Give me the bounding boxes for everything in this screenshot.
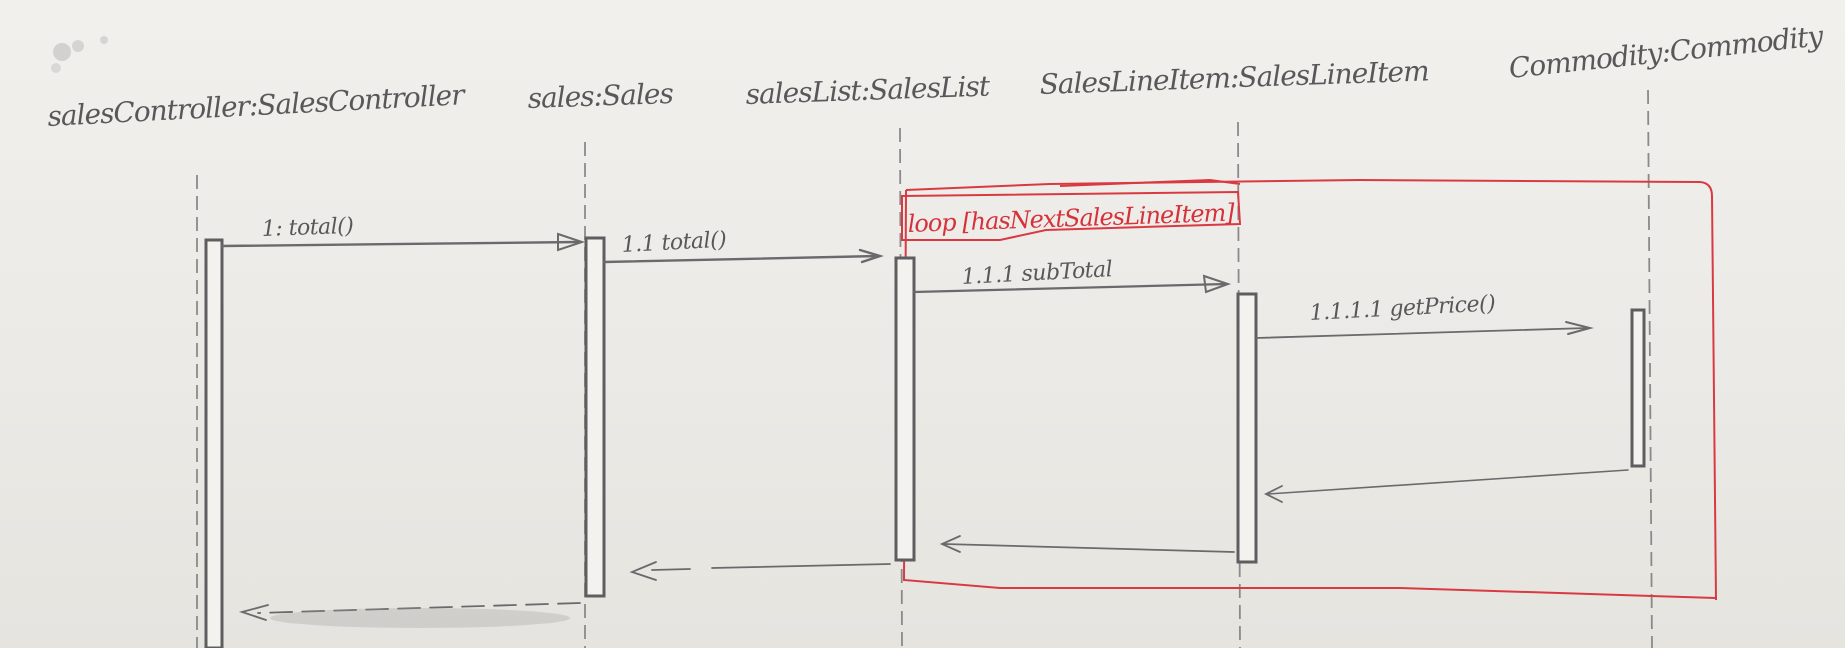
activation-saleslist [894, 256, 916, 562]
return-1-arrowhead [1263, 485, 1283, 503]
return-1 [1263, 469, 1629, 503]
lifeline-label-saleslist: salesList:SalesList [745, 69, 991, 111]
return-2-arrowhead [939, 535, 961, 553]
return-4-line [257, 602, 581, 614]
return-3-arrowhead [629, 561, 657, 581]
activation-controller [204, 238, 224, 648]
lifeline-label-controller: salesController:SalesController [47, 78, 467, 133]
lifeline-label-commodity: Commodity:Commodity [1507, 19, 1826, 85]
loop-fragment: loop [hasNextSalesLineItem] [901, 178, 1717, 601]
lifeline-commodity [1647, 89, 1653, 648]
message-2-label: 1.1 total() [621, 228, 727, 258]
message-1: 1: total() [220, 214, 586, 252]
message-2-line [602, 254, 880, 264]
message-3-line [912, 282, 1228, 294]
activation-lineitem [1236, 292, 1258, 564]
message-4-label: 1.1.1.1 getPrice() [1309, 291, 1496, 326]
message-4: 1.1.1.1 getPrice() [1255, 291, 1594, 339]
eraser-smudge [270, 608, 570, 628]
return-3-line [711, 563, 891, 569]
message-2-arrowhead [858, 248, 884, 264]
return-1-line [1267, 469, 1629, 495]
loop-label: loop [hasNextSalesLineItem] [907, 199, 1235, 238]
message-2: 1.1 total() [602, 228, 884, 264]
return-2 [939, 535, 1235, 553]
return-4 [238, 602, 581, 628]
return-4-arrowhead [238, 604, 269, 621]
message-3: 1.1.1 subTotal [912, 257, 1232, 294]
message-4-arrowhead [1565, 321, 1594, 335]
pencil-smudge [51, 36, 108, 73]
lifeline-label-sales: sales:Sales [527, 77, 674, 115]
return-2-line [943, 543, 1235, 553]
lifeline-label-lineitem: SalesLineItem:SalesLineItem [1039, 54, 1429, 101]
return-3 [629, 561, 891, 581]
message-1-line [220, 240, 580, 248]
message-3-label: 1.1.1 subTotal [961, 257, 1113, 290]
activation-sales [584, 236, 606, 598]
loop-frame-bottom-left [902, 189, 1717, 599]
message-1-arrowhead [557, 232, 586, 252]
message-1-label: 1: total() [261, 214, 353, 242]
loop-label-box [901, 190, 1242, 241]
message-3-arrowhead [1202, 274, 1232, 294]
activation-commodity [1630, 308, 1646, 468]
return-3-line-segment [651, 568, 691, 571]
loop-frame-overdraw [1059, 178, 1241, 187]
loop-frame-top-right [905, 178, 1717, 601]
message-4-line [1255, 327, 1589, 339]
